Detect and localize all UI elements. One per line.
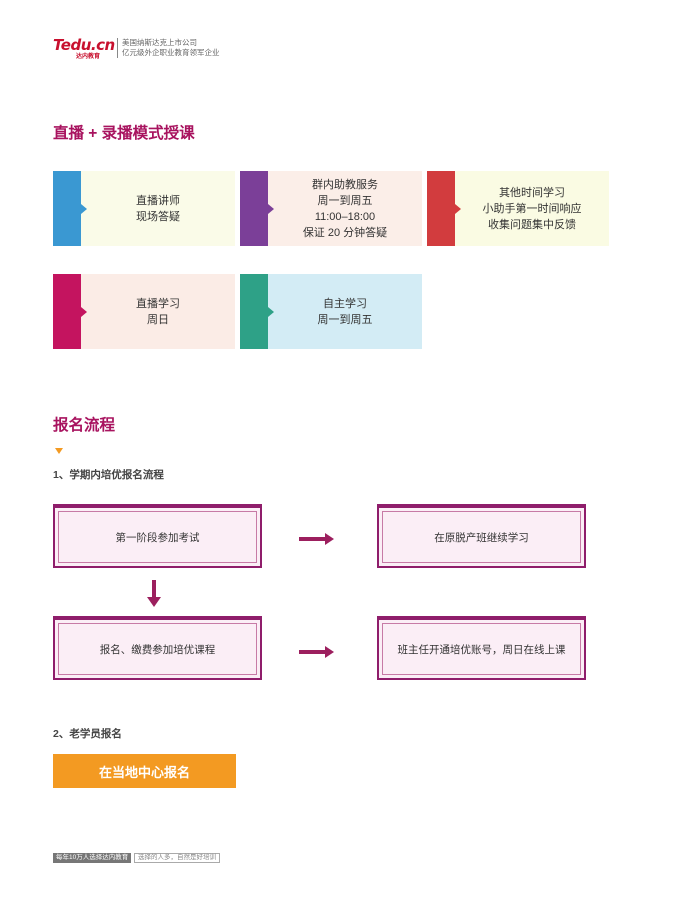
card-body: 直播讲师 现场答疑 [81, 171, 235, 246]
flow-step-exam: 第一阶段参加考试 [53, 504, 262, 568]
card-color-bar [427, 171, 455, 246]
card-self-study: 自主学习 周一到周五 [240, 274, 422, 349]
header-divider [117, 38, 118, 58]
card-notch [268, 204, 274, 214]
tedu-logo: Tedu.cn [53, 36, 115, 54]
triangle-down-icon [55, 448, 63, 454]
card-line: 11:00–18:00 [314, 210, 376, 223]
card-body: 群内助教服务 周一到周五 11:00–18:00 保证 20 分钟答疑 [268, 171, 422, 246]
card-line: 直播讲师 [136, 194, 180, 207]
header-tagline-1: 美国纳斯达克上市公司 [122, 38, 197, 47]
local-center-register-button[interactable]: 在当地中心报名 [53, 754, 236, 788]
arrow-down-icon [147, 580, 161, 608]
card-line: 直播学习 [136, 297, 180, 310]
card-line: 周日 [147, 313, 169, 326]
card-color-bar [240, 171, 268, 246]
flow-step-label: 报名、缴费参加培优课程 [58, 623, 257, 675]
card-body: 自主学习 周一到周五 [268, 274, 422, 349]
card-line: 小助手第一时间响应 [482, 202, 582, 215]
card-line: 周一到周五 [317, 194, 373, 207]
card-live-study: 直播学习 周日 [53, 274, 235, 349]
flow-step-label: 班主任开通培优账号，周日在线上课 [382, 623, 581, 675]
card-notch [268, 307, 274, 317]
card-line: 自主学习 [323, 297, 367, 310]
teaching-mode-title: 直播 + 录播模式授课 [53, 125, 195, 142]
card-assistant-service: 群内助教服务 周一到周五 11:00–18:00 保证 20 分钟答疑 [240, 171, 422, 246]
card-color-bar [53, 171, 81, 246]
in-term-flow-subtitle: 1、学期内培优报名流程 [53, 469, 164, 481]
card-color-bar [240, 274, 268, 349]
card-color-bar [53, 274, 81, 349]
card-other-time: 其他时间学习 小助手第一时间响应 收集问题集中反馈 [427, 171, 609, 246]
flow-step-label: 第一阶段参加考试 [58, 511, 257, 563]
header-tagline-2: 亿元级外企职业教育领军企业 [122, 48, 220, 57]
footer-tag: 每年10万人选择达内教育 [53, 853, 132, 863]
enrollment-process-title: 报名流程 [53, 417, 116, 434]
tedu-logo-subtitle: 达内教育 [76, 54, 101, 60]
card-line: 现场答疑 [136, 210, 180, 223]
card-notch [455, 204, 461, 214]
card-live-teacher: 直播讲师 现场答疑 [53, 171, 235, 246]
arrow-right-icon [299, 646, 334, 658]
card-notch [81, 204, 87, 214]
returning-student-subtitle: 2、老学员报名 [53, 728, 122, 740]
card-body: 其他时间学习 小助手第一时间响应 收集问题集中反馈 [455, 171, 609, 246]
footer-slogan: 选择的人多，自然是好培训 [134, 853, 220, 863]
arrow-right-icon [299, 533, 334, 545]
flow-step-open-account: 班主任开通培优账号，周日在线上课 [377, 616, 586, 680]
flow-step-label: 在原脱产班继续学习 [382, 511, 581, 563]
card-body: 直播学习 周日 [81, 274, 235, 349]
card-line: 保证 20 分钟答疑 [302, 226, 388, 239]
flow-step-continue-class: 在原脱产班继续学习 [377, 504, 586, 568]
card-line: 周一到周五 [317, 313, 373, 326]
card-line: 收集问题集中反馈 [488, 218, 576, 231]
card-notch [81, 307, 87, 317]
card-line: 其他时间学习 [499, 186, 565, 199]
flow-step-register-pay: 报名、缴费参加培优课程 [53, 616, 262, 680]
card-line: 群内助教服务 [312, 178, 378, 191]
